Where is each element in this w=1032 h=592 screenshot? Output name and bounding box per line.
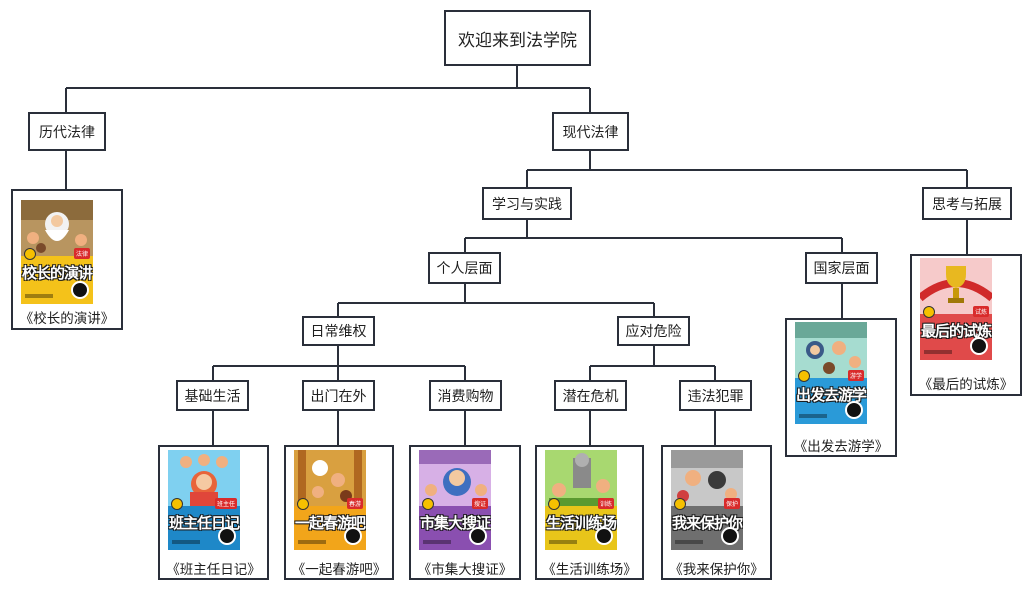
book-cover-image: 试炼 最后的试炼 [920,258,992,360]
node-history-law: 历代法律 [28,112,106,151]
book-title-caption: 《校长的演讲》 [19,311,115,327]
book-title-caption: 《生活训练场》 [542,562,637,578]
root-node: 欢迎来到法学院 [444,10,591,66]
node-going-out: 出门在外 [302,380,375,411]
book-title-caption: 《市集大搜证》 [417,562,513,578]
node-shopping: 消费购物 [429,380,502,411]
book-title-caption: 《一起春游吧》 [291,562,387,578]
book-title-caption: 《出发去游学》 [793,439,889,455]
book-cover-image: 班主任 班主任日记 [168,450,240,550]
book-title-caption: 《最后的试炼》 [918,377,1014,393]
book-card: 试炼 最后的试炼 《最后的试炼》 [910,254,1022,396]
book-cover-image: 游学 出发去游学 [795,322,867,424]
book-cover-image: 搜证 市集大搜证 [419,450,491,550]
book-cover-title: 出发去游学 [795,386,867,404]
node-think-expand: 思考与拓展 [922,187,1012,220]
book-cover-title: 最后的试炼 [920,322,992,340]
book-card: 春游 一起春游吧 《一起春游吧》 [284,445,394,580]
node-handle-danger: 应对危险 [617,316,690,346]
book-card: 保护 我来保护你 《我来保护你》 [661,445,772,580]
node-latent-crisis: 潜在危机 [554,380,627,411]
book-card: 班主任 班主任日记 《班主任日记》 [158,445,269,580]
book-card: 搜证 市集大搜证 《市集大搜证》 [409,445,521,580]
book-cover-title: 校长的演讲 [21,264,93,282]
book-cover-image: 保护 我来保护你 [671,450,743,550]
node-national-level: 国家层面 [805,252,878,284]
book-card: 训练 生活训练场 《生活训练场》 [535,445,644,580]
node-personal-level: 个人层面 [428,252,501,284]
book-cover-image: 训练 生活训练场 [545,450,617,550]
book-cover-image: 法律 校长的演讲 [21,200,93,304]
node-study-practice: 学习与实践 [482,187,572,220]
book-title-caption: 《班主任日记》 [166,562,261,578]
book-card: 游学 出发去游学 《出发去游学》 [785,318,897,457]
node-crime: 违法犯罪 [679,380,752,411]
node-modern-law: 现代法律 [552,112,629,151]
node-daily-rights: 日常维权 [302,316,375,346]
book-title-caption: 《我来保护你》 [669,562,764,578]
book-card: 法律 校长的演讲 《校长的演讲》 [11,189,123,330]
node-basic-life: 基础生活 [176,380,249,411]
book-cover-image: 春游 一起春游吧 [294,450,366,550]
